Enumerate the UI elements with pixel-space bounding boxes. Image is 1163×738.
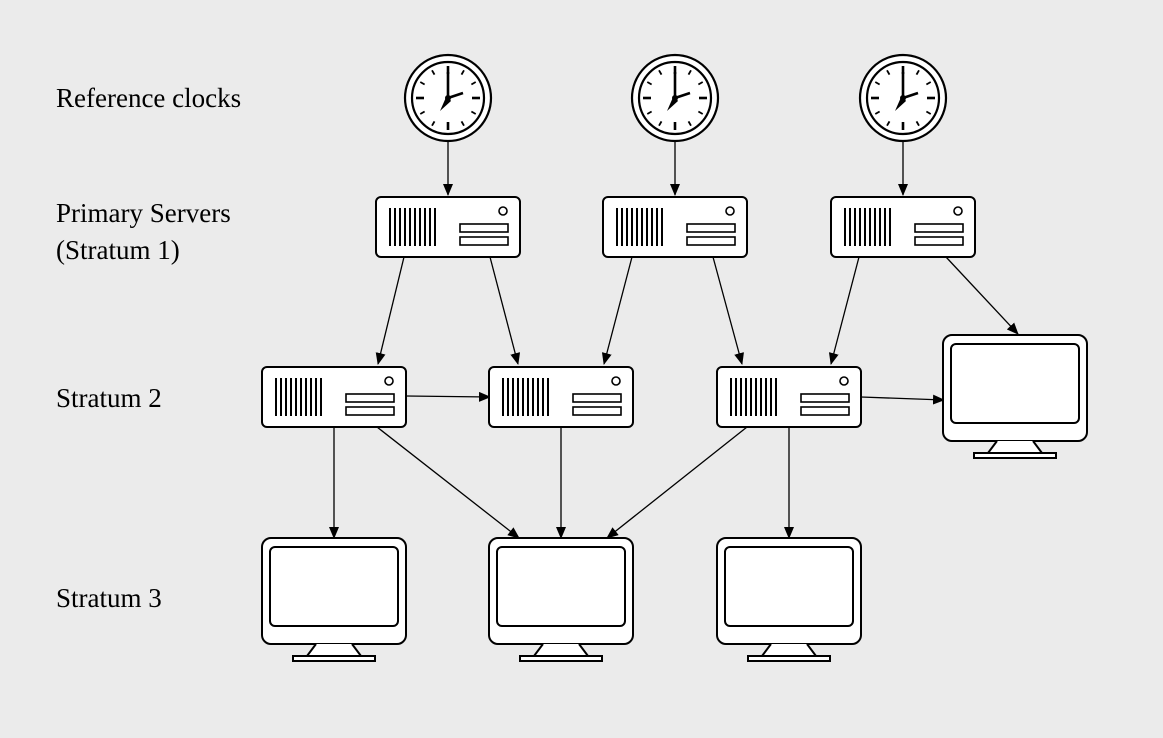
label-stratum-3: Stratum 3 — [56, 583, 162, 613]
label-stratum-1: (Stratum 1) — [56, 235, 180, 265]
edge-s2-server-3-to-s2-client — [860, 394, 945, 405]
label-stratum-2: Stratum 2 — [56, 383, 162, 413]
label-reference-clocks: Reference clocks — [56, 83, 242, 113]
edge-s1-server-2-to-s2-server-3 — [712, 256, 744, 365]
clock-3-clock-icon — [858, 53, 948, 143]
s1-server-1-server-icon — [375, 196, 521, 258]
s2-client-monitor-icon — [942, 334, 1088, 459]
edge-s2-server-1-to-s2-server-2 — [405, 391, 491, 402]
s3-client-1-monitor-icon — [261, 537, 407, 662]
s2-server-2-server-icon — [488, 366, 634, 428]
clock-2-clock-icon — [630, 53, 720, 143]
edge-s1-server-2-to-s2-server-2 — [601, 256, 633, 365]
edge-s1-server-1-to-s2-server-2 — [489, 256, 521, 365]
clock-1-clock-icon — [403, 53, 493, 143]
label-primary-servers: Primary Servers — [56, 198, 231, 228]
s3-client-3-monitor-icon — [716, 537, 862, 662]
s1-server-2-server-icon — [602, 196, 748, 258]
edge-s2-server-3-to-s3-client-2 — [606, 426, 748, 539]
edge-s1-server-3-to-s2-client — [945, 256, 1019, 335]
s2-server-1-server-icon — [261, 366, 407, 428]
s1-server-3-server-icon — [830, 196, 976, 258]
s3-client-2-monitor-icon — [488, 537, 634, 662]
edge-s1-server-1-to-s2-server-1 — [375, 256, 405, 365]
edge-s2-server-1-to-s3-client-2 — [376, 426, 520, 539]
edge-s1-server-3-to-s2-server-3 — [828, 256, 860, 365]
s2-server-3-server-icon — [716, 366, 862, 428]
